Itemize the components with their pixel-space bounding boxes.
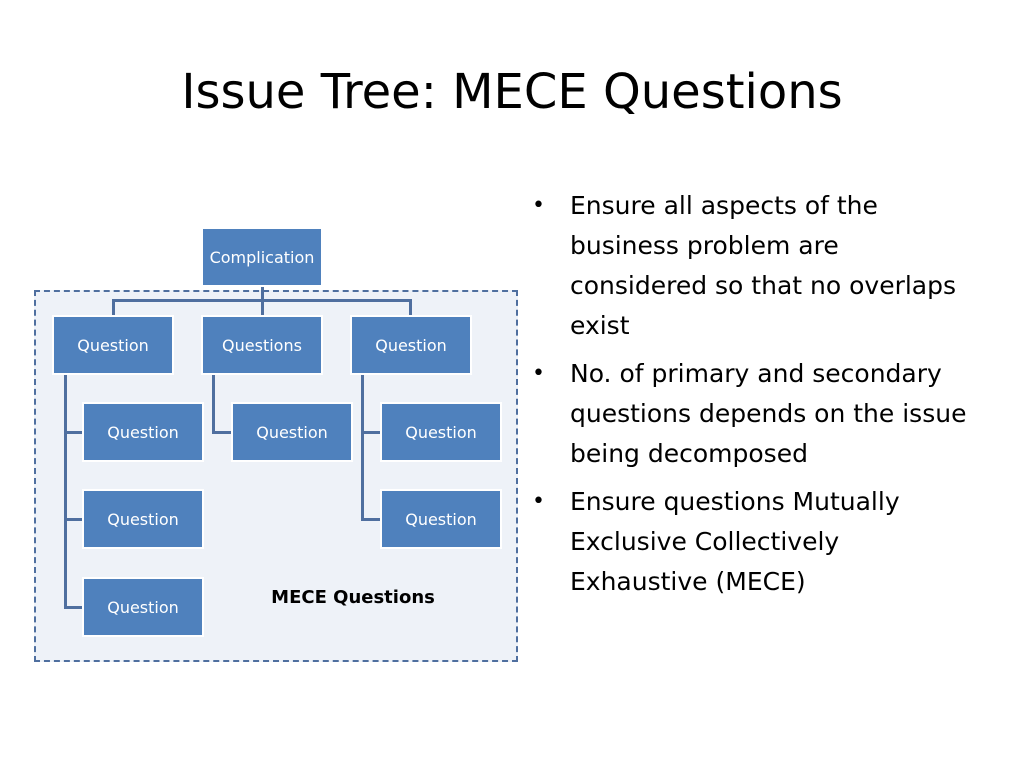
bullet-text: No. of primary and secondary questions d… [570,359,967,468]
branch-3-child-node-1: Question [380,402,502,462]
connector-branch-2-child-1 [212,431,233,434]
bullet-dot-icon: • [532,193,545,218]
bullet-dot-icon: • [532,489,545,514]
connector-branch-1-child-1 [64,431,84,434]
bullet-text: Ensure questions Mutually Exclusive Coll… [570,487,900,596]
bullet-item: • Ensure all aspects of the business pro… [528,186,968,346]
branch-1-child-node-3: Question [82,577,204,637]
connector-to-branch-1 [112,299,115,317]
root-node: Complication [201,227,323,287]
bullet-list: • Ensure all aspects of the business pro… [528,186,968,610]
branch-node-1: Question [52,315,174,375]
connector-branch-1-child-3 [64,606,84,609]
branch-node-3: Question [350,315,472,375]
connector-root-down [261,287,264,301]
branch-1-child-node-1: Question [82,402,204,462]
bullet-item: • No. of primary and secondary questions… [528,354,968,474]
connector-branch-1-spine [64,374,67,609]
branch-2-child-node-1: Question [231,402,353,462]
slide-title: Issue Tree: MECE Questions [181,64,843,120]
connector-branch-3-child-1 [361,431,382,434]
bullet-text: Ensure all aspects of the business probl… [570,191,957,340]
connector-branch-2-spine [212,374,215,434]
connector-to-branch-3 [409,299,412,317]
branch-node-2: Questions [201,315,323,375]
connector-branch-3-child-2 [361,518,382,521]
connector-branch-3-spine [361,374,364,521]
mece-group-label: MECE Questions [271,587,435,608]
branch-3-child-node-2: Question [380,489,502,549]
bullet-dot-icon: • [532,361,545,386]
connector-to-branch-2 [261,299,264,317]
branch-1-child-node-2: Question [82,489,204,549]
bullet-item: • Ensure questions Mutually Exclusive Co… [528,482,968,602]
connector-branch-1-child-2 [64,518,84,521]
